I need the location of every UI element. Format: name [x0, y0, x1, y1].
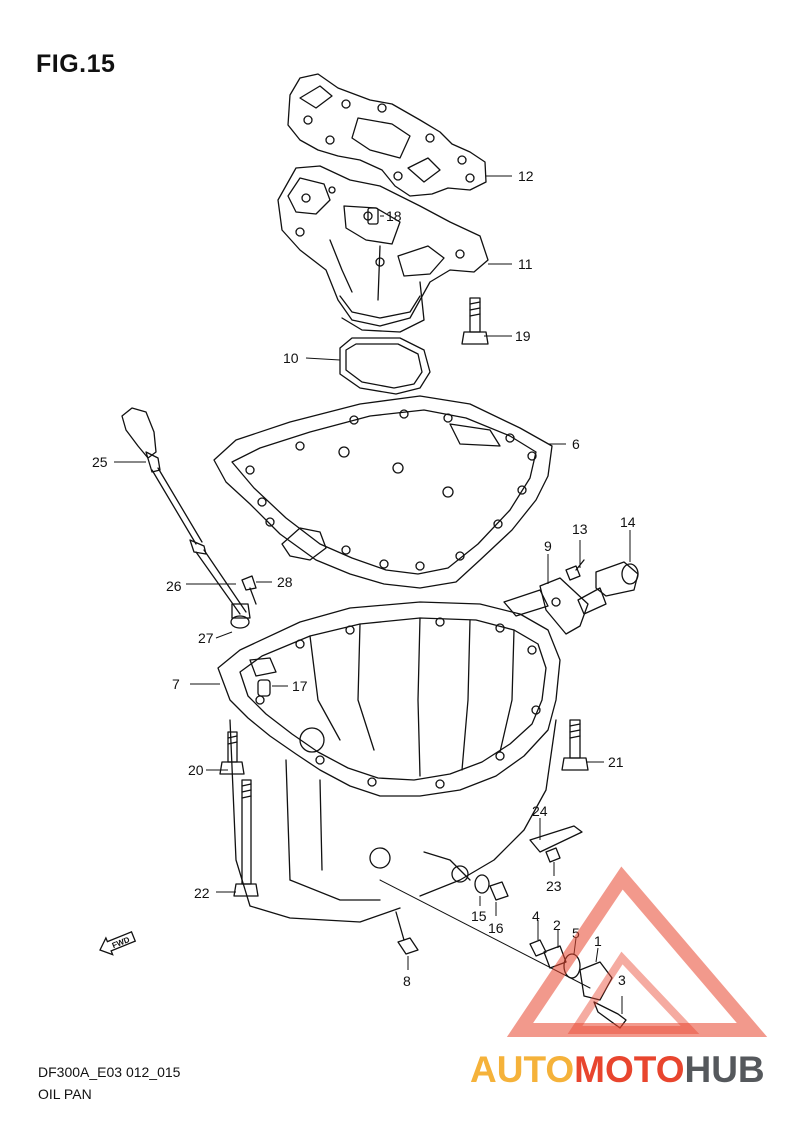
part-25-dipstick — [121, 407, 203, 545]
figure-title: FIG.15 — [36, 50, 116, 78]
logo-text-moto: MOTO — [574, 1049, 684, 1090]
callout-10: 10 — [283, 350, 299, 366]
svg-text:AUTOMOTOHUB: AUTOMOTOHUB — [470, 1049, 765, 1090]
figure-code: DF300A_E03 012_015 — [38, 1064, 181, 1080]
logo-text-hub: HUB — [684, 1049, 764, 1090]
callout-27: 27 — [198, 630, 214, 646]
part-28-bolt — [241, 575, 257, 605]
callout-21: 21 — [608, 754, 624, 770]
part-9-gasket — [539, 577, 589, 635]
part-6-oil-pan-gasket — [213, 395, 553, 589]
part-7-oil-pan — [217, 589, 561, 923]
callout-20: 20 — [188, 762, 204, 778]
callout-11: 11 — [518, 256, 533, 272]
callout-9: 9 — [544, 538, 552, 554]
logo-text-auto: AUTO — [470, 1049, 574, 1090]
callout-7: 7 — [172, 676, 180, 692]
part-22-long-bolt — [233, 779, 259, 897]
callout-18: 18 — [386, 208, 402, 224]
callout-25: 25 — [92, 454, 108, 470]
callout-23: 23 — [546, 878, 562, 894]
figure-name: OIL PAN — [38, 1086, 92, 1102]
callout-28: 28 — [277, 574, 293, 590]
part-23-screw — [545, 847, 561, 863]
part-15-washer — [474, 874, 490, 894]
callout-12: 12 — [518, 168, 534, 184]
callout-6: 6 — [572, 436, 580, 452]
part-19-bolt — [461, 297, 489, 345]
part-26-dipstick-tube — [189, 539, 247, 615]
part-14-fitting — [577, 561, 639, 615]
part-16-drain-plug — [489, 881, 509, 901]
callout-3: 3 — [618, 972, 626, 988]
callout-1: 1 — [594, 933, 602, 949]
callout-19: 19 — [515, 328, 531, 344]
callout-2: 2 — [553, 917, 561, 933]
part-13-bolt — [565, 559, 585, 581]
part-18-dowel-pin — [367, 207, 379, 225]
part-4-bolt — [529, 939, 547, 957]
callout-17: 17 — [292, 678, 308, 694]
callout-5: 5 — [572, 925, 580, 941]
part-17-dowel — [257, 679, 271, 697]
callout-15: 15 — [471, 908, 487, 924]
fwd-arrow-icon: FWD — [99, 931, 137, 956]
callout-22: 22 — [194, 885, 210, 901]
part-10-o-ring — [339, 337, 431, 395]
part-12-gasket — [287, 73, 487, 197]
callout-4: 4 — [532, 908, 540, 924]
part-24-bracket — [529, 825, 583, 853]
callout-8: 8 — [403, 973, 411, 989]
watermark-logo: AUTOMOTOHUB — [470, 866, 768, 1090]
fwd-label: FWD — [111, 935, 131, 950]
part-8-plug — [395, 911, 419, 955]
part-11-strainer-housing — [277, 165, 489, 333]
callout-24: 24 — [532, 803, 548, 819]
callout-26: 26 — [166, 578, 182, 594]
callout-14: 14 — [620, 514, 636, 530]
part-1-cover — [579, 961, 613, 1001]
part-21-bolt — [561, 719, 589, 771]
part-27-o-ring — [230, 603, 251, 629]
callout-13: 13 — [572, 521, 588, 537]
callout-16: 16 — [488, 920, 504, 936]
